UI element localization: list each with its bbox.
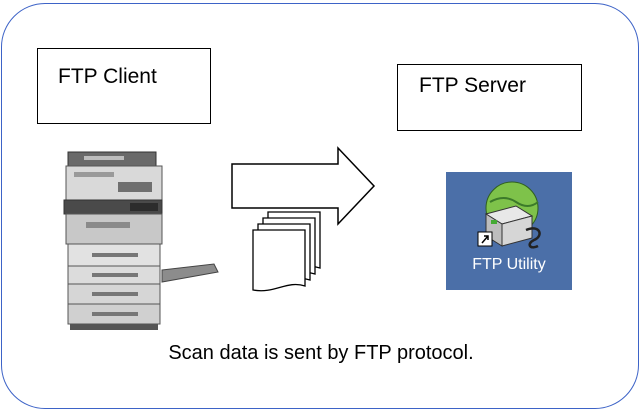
ftp-client-label: FTP Client <box>58 65 157 88</box>
diagram-caption: Scan data is sent by FTP protocol. <box>168 342 474 364</box>
ftp-utility-icon[interactable]: FTP Utility <box>446 172 572 290</box>
ftp-utility-label: FTP Utility <box>472 256 546 273</box>
ftp-client-box: FTP Client <box>37 48 211 124</box>
diagram-frame <box>1 3 639 409</box>
right-arrow-icon <box>231 146 376 226</box>
document-stack-icon <box>252 211 321 292</box>
ftp-server-box: FTP Server <box>397 64 582 131</box>
multifunction-printer-icon <box>63 151 219 330</box>
ftp-utility-graphic <box>477 181 541 249</box>
ftp-server-label: FTP Server <box>419 74 526 97</box>
